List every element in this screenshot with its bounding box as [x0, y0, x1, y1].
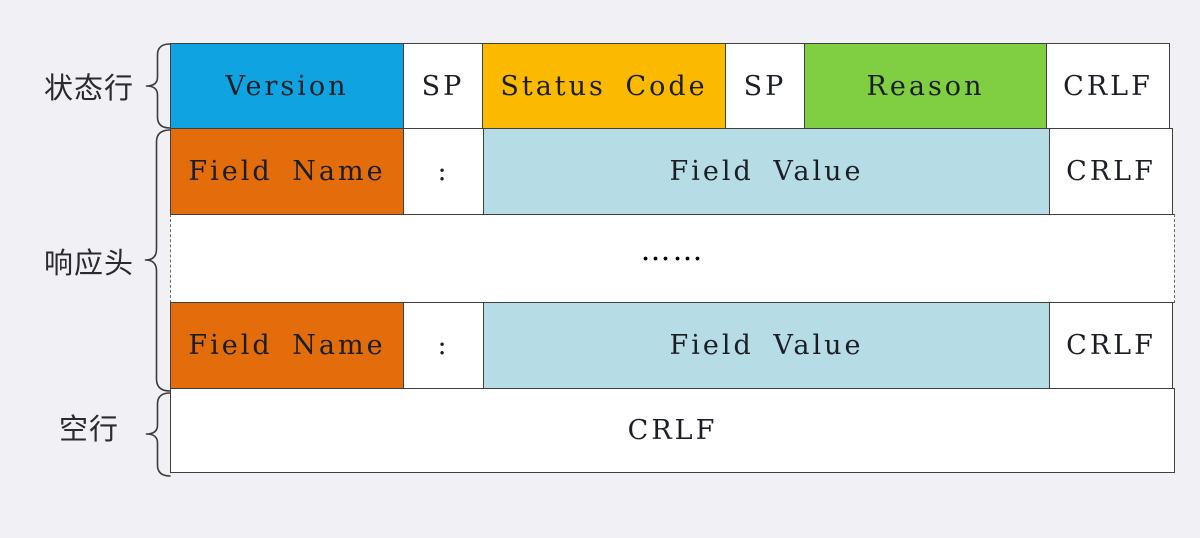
empty-line-brace [145, 392, 171, 477]
field-value-cell: Field Value [483, 128, 1050, 215]
header-field-row: Field Name : Field Value CRLF [170, 302, 1175, 389]
empty-line-label: 空行 [58, 412, 119, 446]
crlf-cell: CRLF [1046, 43, 1170, 129]
version-cell: Version [170, 43, 404, 129]
colon-cell: : [403, 302, 484, 389]
reason-cell: Reason [804, 43, 1047, 129]
more-headers-ellipsis-cell: …… [170, 214, 1175, 303]
empty-line-crlf-cell: CRLF [170, 388, 1175, 473]
empty-line-row: CRLF [170, 388, 1175, 473]
field-name-cell: Field Name [170, 128, 404, 215]
field-value-cell: Field Value [483, 302, 1050, 389]
status-code-cell: Status Code [482, 43, 726, 129]
crlf-cell: CRLF [1049, 128, 1173, 215]
field-name-cell: Field Name [170, 302, 404, 389]
crlf-cell: CRLF [1049, 302, 1173, 389]
response-headers-label: 响应头 [43, 246, 134, 280]
sp-cell: SP [403, 43, 483, 129]
header-field-row: Field Name : Field Value CRLF [170, 128, 1175, 215]
ellipsis-row: …… [170, 214, 1175, 303]
colon-cell: : [403, 128, 484, 215]
ellipsis-text: …… [640, 233, 705, 268]
status-line-label: 状态行 [43, 71, 134, 105]
sp-cell: SP [725, 43, 805, 129]
status-line-brace [145, 43, 171, 129]
status-line-row: Version SP Status Code SP Reason CRLF [170, 43, 1175, 129]
message-structure-table: Version SP Status Code SP Reason CRLF Fi… [170, 43, 1175, 473]
